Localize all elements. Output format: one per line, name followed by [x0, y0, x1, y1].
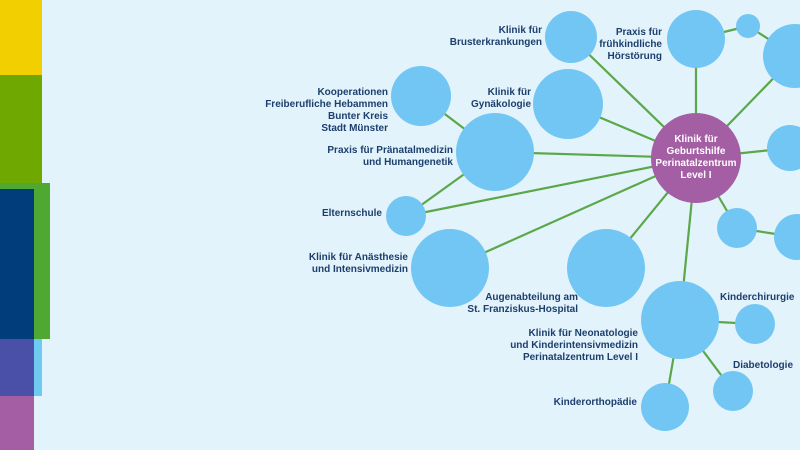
node-neo	[641, 281, 719, 359]
node-right-low	[774, 214, 800, 260]
label-brusterkrankungen: Klinik für Brusterkrankungen	[449, 25, 542, 48]
node-diab	[713, 371, 753, 411]
node-brust	[545, 11, 597, 63]
node-kchir	[735, 304, 775, 344]
node-right-top	[763, 24, 800, 88]
label-neonatologie: Klinik für Neonatologie und Kinderintens…	[510, 328, 638, 363]
label-kooperationen: Kooperationen Freiberufliche Hebammen Bu…	[265, 87, 388, 134]
label-diabetologie: Diabetologie	[733, 360, 794, 371]
node-koop	[391, 66, 451, 126]
side-bar-yellow	[0, 0, 42, 75]
side-bar-navy	[0, 189, 34, 339]
label-kinderchirurgie: Kinderchirurgie	[720, 292, 795, 303]
node-anaes	[411, 229, 489, 307]
node-auge	[567, 229, 645, 307]
label-gynaekologie: Klinik für Gynäkologie	[470, 87, 531, 110]
node-small-right	[717, 208, 757, 248]
node-kortho	[641, 383, 689, 431]
node-hoer	[667, 10, 725, 68]
label-praenatalmedizin: Praxis für Pränatalmedizin und Humangene…	[327, 145, 453, 168]
node-group	[386, 10, 800, 431]
node-right-mid	[767, 125, 800, 171]
center-node-label: Klinik für Geburtshilfe Perinatalzentrum…	[655, 134, 737, 181]
edge-center-eltern	[405, 156, 697, 218]
label-hoerstoerung: Praxis für frühkindliche Hörstörung	[599, 27, 662, 62]
side-bar-green	[0, 75, 42, 183]
node-gyn	[533, 69, 603, 139]
node-praen	[456, 113, 534, 191]
label-elternschule: Elternschule	[321, 208, 382, 219]
node-eltern	[386, 196, 426, 236]
side-bar-indigo	[0, 339, 34, 396]
label-anaesthesie: Klinik für Anästhesie und Intensivmedizi…	[308, 252, 408, 275]
side-bar-purple	[0, 396, 34, 450]
node-small-top	[736, 14, 760, 38]
center-node	[651, 113, 741, 203]
label-augenabteilung: Augenabteilung am St. Franziskus-Hospita…	[467, 292, 578, 315]
label-kinderorthopaedie: Kinderorthopädie	[553, 397, 637, 408]
